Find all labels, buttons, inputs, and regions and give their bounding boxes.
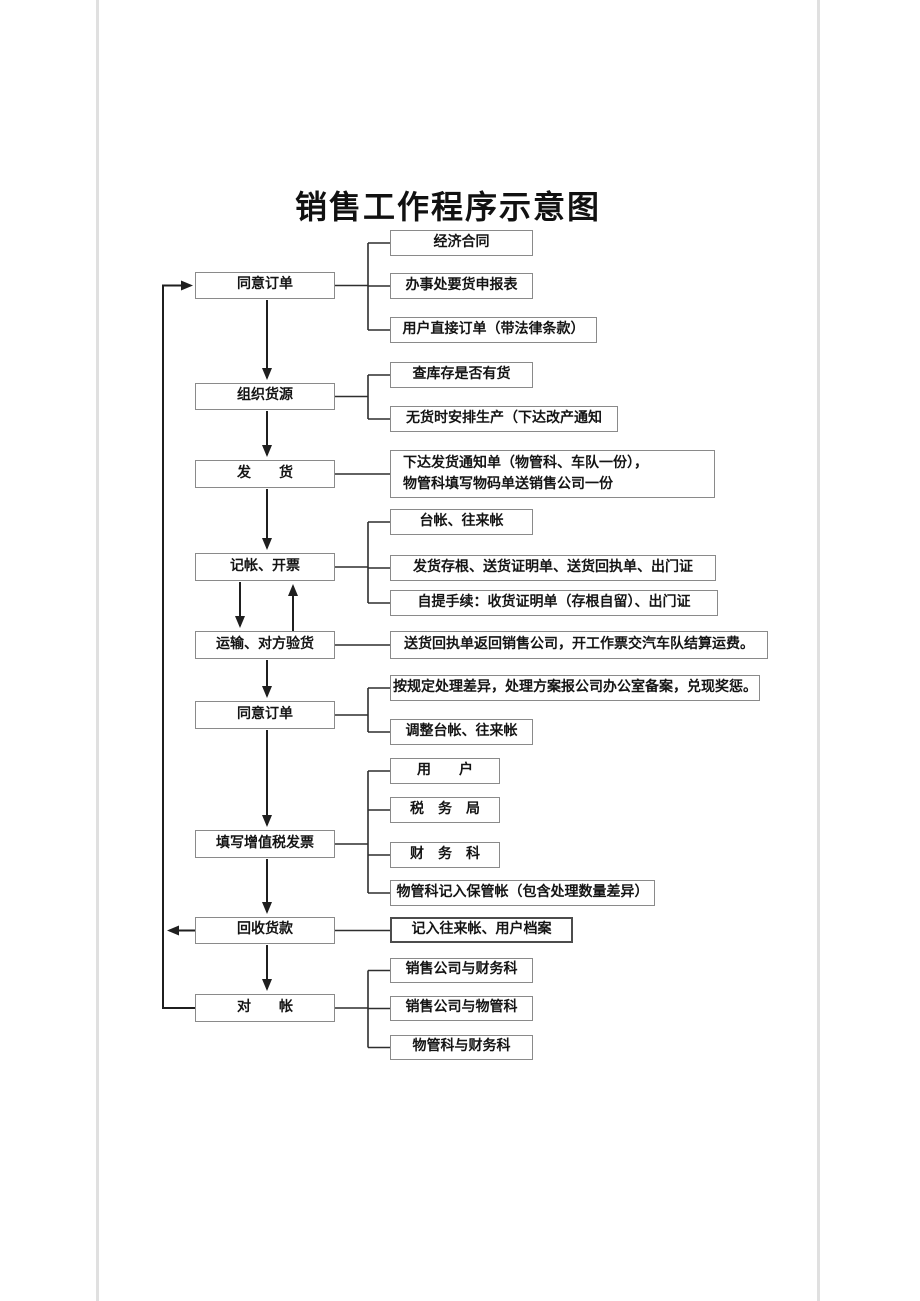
step-box-approve-order-1: 同意订单 — [195, 272, 335, 299]
doc-box-shipping-stub-documents: 发货存根、送货证明单、送货回执单、出门证 — [390, 555, 716, 581]
doc-box-user: 用 户 — [390, 758, 500, 784]
doc-box-record-accounts-user-files: 记入往来帐、用户档案 — [390, 917, 573, 943]
doc-box-adjust-ledger: 调整台帐、往来帐 — [390, 719, 533, 745]
doc-box-ledger-accounts: 台帐、往来帐 — [390, 509, 533, 535]
doc-box-self-pickup-procedures: 自提手续：收货证明单（存根自留）、出门证 — [390, 590, 718, 616]
doc-box-custody-account: 物管科记入保管帐（包含处理数量差异） — [390, 880, 655, 906]
branch-connectors — [335, 242, 390, 1049]
branch-group-reconcile — [335, 969, 390, 1049]
doc-box-materials-vs-finance: 物管科与财务科 — [390, 1035, 533, 1060]
step-box-transport-inspection: 运输、对方验货 — [195, 631, 335, 659]
branch-group-bookkeeping — [335, 521, 390, 604]
branch-group-order2 — [335, 687, 390, 733]
page-edge-shadow-right — [817, 0, 820, 1301]
doc-box-finance-department: 财 务 科 — [390, 842, 500, 868]
page-edge-shadow-left — [96, 0, 99, 1301]
loop-reconcile-to-order-line — [162, 280, 195, 1009]
page-title: 销售工作程序示意图 — [294, 189, 601, 225]
step-box-collect-payment: 回收货款 — [195, 917, 335, 944]
branch-group-order1 — [335, 242, 390, 331]
doc-box-user-direct-order: 用户直接订单（带法律条款） — [390, 317, 597, 343]
doc-box-economic-contract: 经济合同 — [390, 230, 533, 256]
doc-box-tax-bureau: 税 务 局 — [390, 797, 500, 823]
doc-box-shipping-notice: 下达发货通知单（物管科、车队一份）， 物管科填写物码单送销售公司一份 — [390, 450, 715, 498]
doc-box-arrange-production: 无货时安排生产（下达改产通知 — [390, 406, 618, 432]
step-box-fill-vat-invoice: 填写增值税发票 — [195, 830, 335, 858]
step-box-organize-goods: 组织货源 — [195, 383, 335, 410]
doc-box-sales-vs-finance: 销售公司与财务科 — [390, 958, 533, 983]
doc-box-delivery-receipt-return: 送货回执单返回销售公司，开工作票交汽车队结算运费。 — [390, 631, 768, 659]
branch-group-organize — [335, 374, 390, 420]
step-box-bookkeeping-invoicing: 记帐、开票 — [195, 553, 335, 581]
branch-group-invoice — [335, 770, 390, 894]
step-box-reconcile-accounts: 对 帐 — [195, 994, 335, 1022]
doc-box-office-goods-request-form: 办事处要货申报表 — [390, 273, 533, 299]
feedback-loop-connector — [162, 280, 197, 1009]
step-box-ship-goods: 发 货 — [195, 460, 335, 488]
step-box-approve-order-2: 同意订单 — [195, 701, 335, 729]
doc-box-sales-vs-materials: 销售公司与物管科 — [390, 996, 533, 1021]
doc-box-check-inventory: 查库存是否有货 — [390, 362, 533, 388]
doc-box-handle-differences: 按规定处理差异，处理方案报公司办公室备案，兑现奖惩。 — [390, 675, 760, 701]
